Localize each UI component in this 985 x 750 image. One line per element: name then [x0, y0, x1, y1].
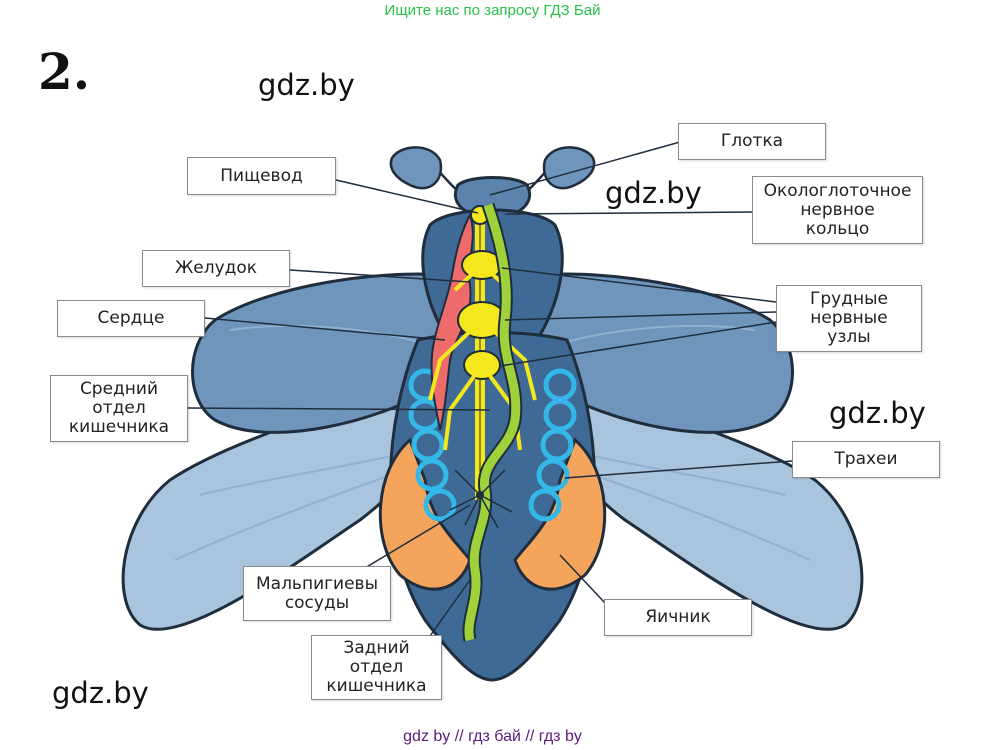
top-banner: Ищите нас по запросу ГДЗ Бай — [384, 2, 601, 19]
label-pharynx: Глотка — [678, 123, 826, 160]
watermark: gdz.by — [52, 676, 149, 710]
watermark: gdz.by — [605, 176, 702, 210]
label-esophagus: Пищевод — [187, 157, 336, 195]
label-circumpharyngeal-ring: Окологлоточное нервное кольцо — [752, 176, 923, 244]
watermark: gdz.by — [258, 68, 355, 102]
label-tracheae: Трахеи — [792, 441, 940, 478]
task-number: 2. — [38, 42, 91, 101]
label-hindgut: Задний отдел кишечника — [311, 635, 442, 700]
antennae — [389, 146, 596, 196]
leader-lines — [187, 141, 793, 637]
malpighian-tubules — [449, 469, 513, 529]
label-ovary: Яичник — [604, 599, 752, 636]
label-midgut: Средний отдел кишечника — [50, 375, 188, 442]
tracheae — [408, 368, 577, 522]
label-thoracic-ganglia: Грудные нервные узлы — [776, 285, 922, 352]
footer-links: gdz by // гдз бай // гдз by — [403, 728, 582, 745]
watermark: gdz.by — [829, 396, 926, 430]
ovary — [378, 437, 472, 591]
label-stomach: Желудок — [142, 250, 290, 287]
label-malpighian-tubules: Мальпигиевы сосуды — [243, 566, 391, 621]
label-heart: Сердце — [57, 300, 205, 337]
